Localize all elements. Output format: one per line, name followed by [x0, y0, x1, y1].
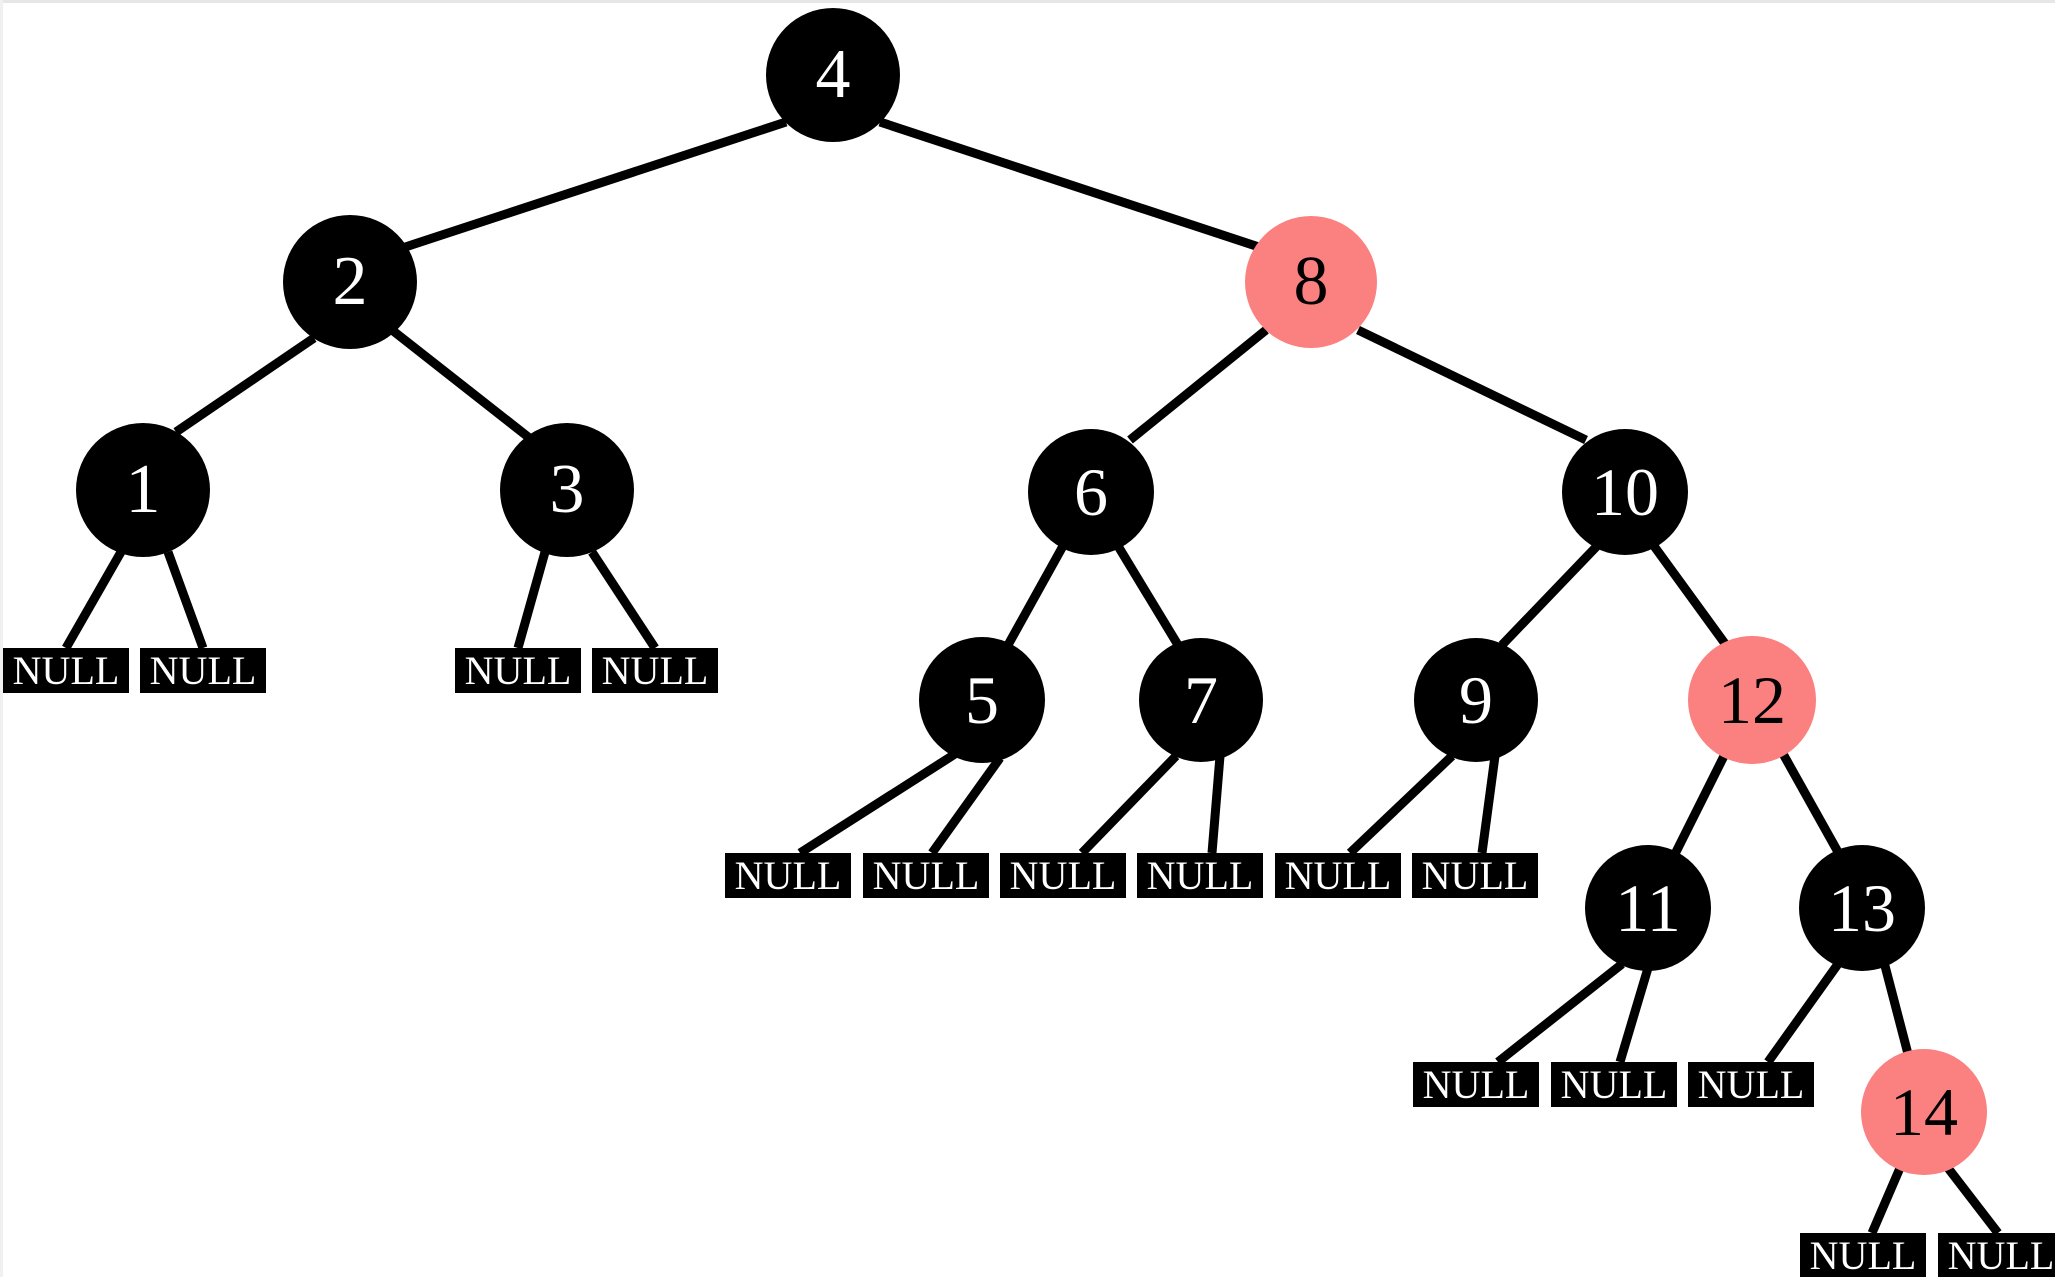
null-leaf-label: NULL [872, 853, 980, 898]
null-leaf-label: NULL [464, 648, 572, 693]
tree-node-3[interactable]: 3 [500, 423, 634, 557]
null-leaf-label: NULL [1009, 853, 1117, 898]
tree-node-label: 14 [1890, 1074, 1958, 1150]
tree-edge [1477, 755, 1500, 854]
tree-edge [388, 117, 788, 257]
null-leaf-label: NULL [12, 648, 120, 693]
tree-edge [1944, 1165, 2002, 1236]
tree-node-10[interactable]: 10 [1562, 429, 1688, 555]
tree-edge [1671, 749, 1731, 855]
tree-edge [1495, 960, 1625, 1066]
tree-node-5[interactable]: 5 [919, 637, 1045, 763]
tree-edge [1615, 966, 1653, 1064]
null-leaf-box: NULL [1800, 1233, 1926, 1277]
null-leaf-box: NULL [863, 853, 989, 898]
null-leaf-box: NULL [1412, 853, 1538, 898]
null-leaf-box: NULL [455, 648, 581, 693]
tree-node-label: 9 [1459, 662, 1493, 738]
tree-node-label: 7 [1184, 662, 1218, 738]
tree-node-13[interactable]: 13 [1799, 845, 1925, 971]
tree-edge [173, 334, 317, 436]
null-leaf-label: NULL [1421, 853, 1529, 898]
tree-edge [1867, 1166, 1905, 1235]
tree-node-7[interactable]: 7 [1139, 638, 1263, 762]
tree-node-6[interactable]: 6 [1028, 429, 1154, 555]
tree-edge [1356, 325, 1588, 445]
null-leaf-box: NULL [3, 648, 129, 693]
null-leaf-label: NULL [1284, 853, 1392, 898]
null-leaf-box: NULL [140, 648, 266, 693]
null-leaf-label: NULL [1560, 1062, 1668, 1107]
tree-node-label: 11 [1615, 870, 1681, 946]
tree-node-label: 5 [965, 662, 999, 738]
tree-node-8[interactable]: 8 [1245, 216, 1377, 348]
tree-edge [389, 326, 535, 444]
tree-edge [1127, 326, 1269, 444]
tree-edge [1498, 542, 1601, 649]
tree-node-label: 1 [125, 451, 161, 528]
tree-node-2[interactable]: 2 [283, 215, 417, 349]
tree-node-4[interactable]: 4 [766, 8, 900, 142]
null-leaf-label: NULL [1947, 1233, 2055, 1277]
null-leaf-box: NULL [1413, 1062, 1539, 1107]
null-leaf-box: NULL [1275, 853, 1401, 898]
tree-node-label: 4 [815, 36, 851, 113]
tree-node-label: 13 [1828, 870, 1896, 946]
tree-edge [1778, 749, 1842, 855]
tree-edge [1879, 960, 1913, 1056]
null-leaf-label: NULL [734, 853, 842, 898]
tree-node-label: 10 [1591, 454, 1659, 530]
null-leaf-label: NULL [1146, 853, 1254, 898]
null-leaf-label: NULL [1422, 1062, 1530, 1107]
tree-node-label: 6 [1074, 454, 1108, 530]
tree-node-11[interactable]: 11 [1585, 845, 1711, 971]
null-leaf-box: NULL [1000, 853, 1126, 898]
null-leaf-box: NULL [1938, 1233, 2055, 1277]
tree-edge [1650, 543, 1730, 648]
null-leaf-box: NULL [592, 648, 718, 693]
null-leaf-label: NULL [149, 648, 257, 693]
tree-edge [1346, 752, 1456, 857]
left-border-rule [0, 0, 3, 1277]
tree-node-12[interactable]: 12 [1688, 636, 1816, 764]
tree-edge [928, 755, 1004, 856]
tree-edge [797, 750, 958, 857]
tree-edge [1207, 755, 1225, 854]
null-leaf-box: NULL [1551, 1062, 1677, 1107]
tree-node-9[interactable]: 9 [1414, 638, 1538, 762]
null-leaf-box: NULL [725, 853, 851, 898]
null-leaf-label: NULL [1809, 1233, 1917, 1277]
tree-node-label: 2 [332, 243, 368, 320]
tree-node-1[interactable]: 1 [76, 423, 210, 557]
null-leaf-label: NULL [1697, 1062, 1805, 1107]
null-leaf-box: NULL [1688, 1062, 1814, 1107]
null-leaf-label: NULL [601, 648, 709, 693]
tree-edge [163, 550, 208, 650]
tree-edge [1114, 543, 1182, 648]
top-border-rule [0, 0, 2055, 3]
tree-edge [62, 549, 125, 651]
tree-edge [513, 550, 550, 650]
tree-node-label: 12 [1718, 662, 1786, 738]
tree-edge [1078, 752, 1180, 857]
tree-edge [1764, 961, 1842, 1065]
tree-node-label: 3 [549, 451, 585, 528]
tree-node-14[interactable]: 14 [1861, 1049, 1987, 1175]
tree-node-label: 8 [1293, 243, 1329, 320]
tree-edge [1004, 543, 1067, 648]
null-leaf-box: NULL [1137, 853, 1263, 898]
tree-edge [878, 117, 1270, 255]
tree-edge [588, 549, 659, 651]
